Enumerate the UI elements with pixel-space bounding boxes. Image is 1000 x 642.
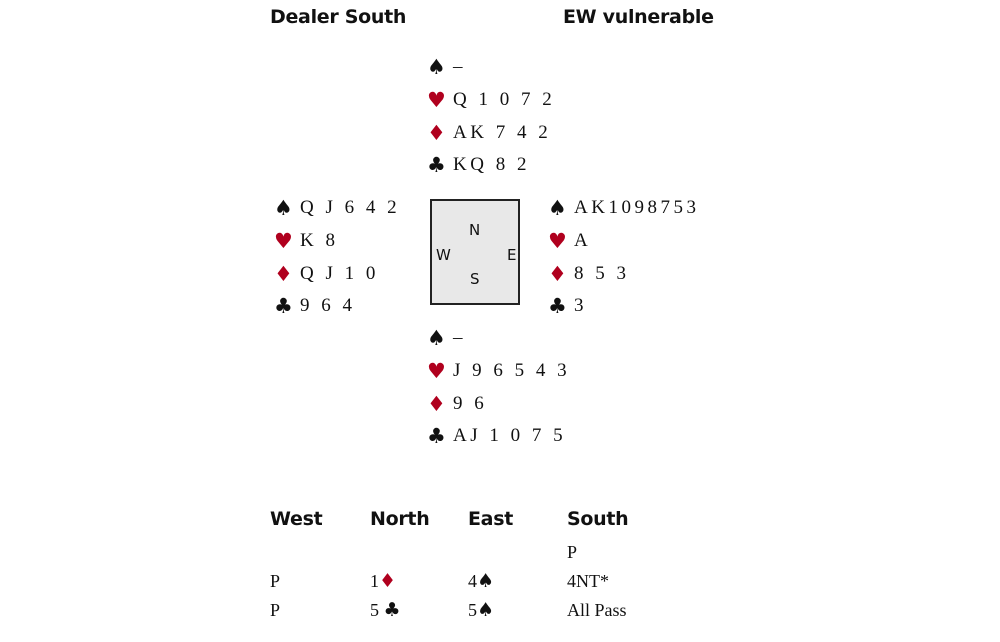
compass-west: W: [436, 246, 451, 264]
compass-south: S: [470, 270, 480, 288]
bid: [370, 538, 429, 567]
spade-icon: ♠: [477, 570, 495, 592]
cards: K 8: [300, 230, 339, 252]
cards: KQ 8 2: [453, 154, 530, 176]
compass-north: N: [469, 221, 481, 239]
suit-row-diamond: ♦ AK 7 4 2: [427, 116, 555, 149]
bid: 5 ♣: [370, 596, 429, 625]
spade-icon: ♠: [548, 196, 567, 221]
heart-icon: ♥: [427, 88, 446, 113]
suit-row-club: ♣ AJ 1 0 7 5: [427, 420, 570, 453]
suit-row-diamond: ♦ Q J 1 0: [274, 257, 400, 290]
suit-row-heart: ♥ Q 1 0 7 2: [427, 84, 555, 117]
bid-text: 4NT*: [567, 571, 609, 591]
bid-text: 1: [370, 571, 379, 591]
cards: AK1098753: [574, 197, 700, 219]
diamond-icon: ♦: [274, 261, 293, 286]
bid-text: 5: [468, 600, 477, 620]
hand-north: ♠–♥Q 1 0 7 2♦AK 7 4 2♣KQ 8 2: [427, 51, 555, 182]
spade-icon: ♠: [274, 196, 293, 221]
diamond-icon: ♦: [548, 261, 567, 286]
cards: 9 6: [453, 392, 488, 414]
diamond-icon: ♦: [427, 120, 446, 145]
cards: 8 5 3: [574, 262, 630, 284]
heart-icon: ♥: [548, 229, 567, 254]
bid: P: [567, 538, 628, 567]
bid-text: All Pass: [567, 600, 627, 620]
cards: Q 1 0 7 2: [453, 89, 556, 111]
bid: [270, 538, 322, 567]
bid-text: P: [567, 542, 578, 562]
dealer-label: Dealer South: [270, 6, 407, 28]
suit-row-spade: ♠–: [427, 322, 570, 355]
auction-header: South: [567, 508, 629, 530]
cards: 3: [574, 295, 587, 317]
cards: A: [574, 230, 592, 252]
suit-row-heart: ♥ J 9 6 5 4 3: [427, 355, 570, 388]
bid: 5♠: [468, 596, 513, 625]
cards: AK 7 4 2: [453, 121, 552, 143]
diamond-icon: ♦: [379, 570, 397, 592]
hand-east: ♠AK1098753♥A♦8 5 3♣3: [548, 192, 699, 323]
cards: –: [453, 56, 466, 78]
cards: 9 6 4: [300, 295, 356, 317]
auction-header: East: [468, 508, 513, 530]
bid-text: P: [270, 571, 281, 591]
bid-text: 5: [370, 600, 384, 620]
bid: 1♦: [370, 567, 429, 596]
club-icon: ♣: [383, 599, 401, 621]
vulnerability-label: EW vulnerable: [563, 6, 714, 28]
spade-icon: ♠: [477, 599, 495, 621]
spade-icon: ♠: [427, 326, 446, 351]
suit-row-club: ♣3: [548, 290, 699, 323]
auction-header: North: [370, 508, 430, 530]
suit-row-spade: ♠–: [427, 51, 555, 84]
hand-west: ♠ Q J 6 4 2 ♥ K 8 ♦ Q J 1 0 ♣ 9 6 4: [274, 192, 400, 323]
cards: AJ 1 0 7 5: [453, 425, 567, 447]
cards: Q J 1 0: [300, 262, 379, 284]
bid-text: 4: [468, 571, 477, 591]
suit-row-diamond: ♦ 9 6: [427, 387, 570, 420]
bid: 4♠: [468, 567, 513, 596]
heart-icon: ♥: [427, 359, 446, 384]
bid-text: P: [270, 600, 281, 620]
cards: J 9 6 5 4 3: [453, 360, 571, 382]
bid: P: [270, 596, 322, 625]
bid: P: [270, 567, 322, 596]
compass-east: E: [507, 246, 517, 264]
auction-header: West: [270, 508, 323, 530]
suit-row-club: ♣ KQ 8 2: [427, 149, 555, 182]
cards: –: [453, 327, 466, 349]
compass-box: N W E S: [430, 199, 520, 305]
suit-row-spade: ♠ Q J 6 4 2: [274, 192, 400, 225]
club-icon: ♣: [274, 294, 293, 319]
spade-icon: ♠: [427, 55, 446, 80]
club-icon: ♣: [548, 294, 567, 319]
suit-row-heart: ♥ K 8: [274, 225, 400, 258]
bid: All Pass: [567, 596, 628, 625]
suit-row-diamond: ♦ 8 5 3: [548, 257, 699, 290]
suit-row-heart: ♥A: [548, 225, 699, 258]
heart-icon: ♥: [274, 229, 293, 254]
suit-row-club: ♣ 9 6 4: [274, 290, 400, 323]
club-icon: ♣: [427, 424, 446, 449]
diamond-icon: ♦: [427, 391, 446, 416]
club-icon: ♣: [427, 153, 446, 178]
bid: [468, 538, 513, 567]
hand-south: ♠–♥J 9 6 5 4 3♦9 6♣AJ 1 0 7 5: [427, 322, 570, 453]
cards: Q J 6 4 2: [300, 197, 401, 219]
bid: 4NT*: [567, 567, 628, 596]
suit-row-spade: ♠ AK1098753: [548, 192, 699, 225]
